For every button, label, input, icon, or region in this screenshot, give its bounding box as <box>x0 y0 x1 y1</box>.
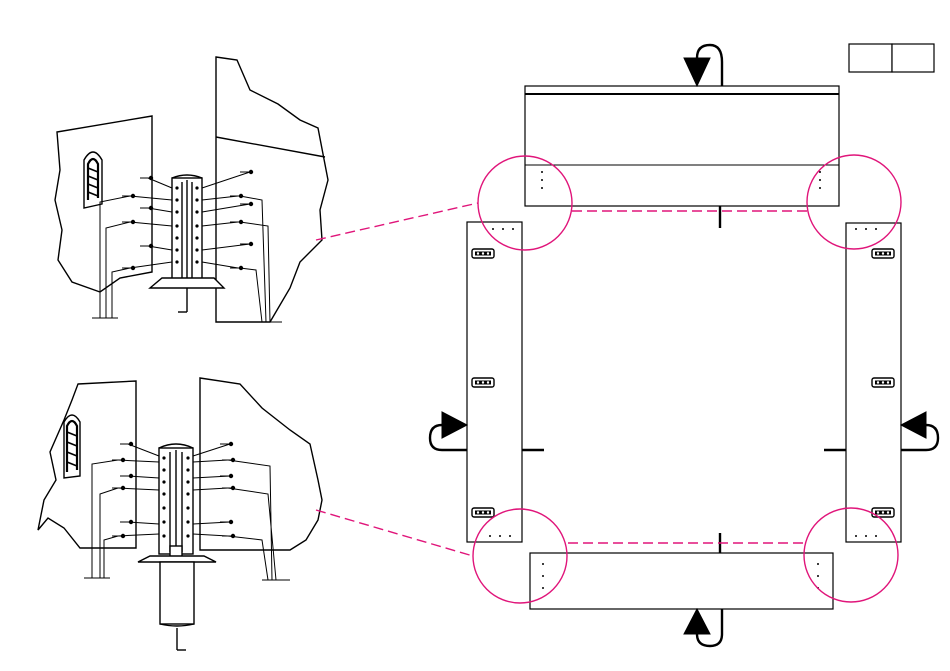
rotate-arrow-top <box>684 45 722 86</box>
title-block-cell-2 <box>892 44 934 72</box>
upper-base-plate <box>150 278 224 288</box>
lower-detail <box>38 378 322 650</box>
lower-left-panel <box>38 381 136 548</box>
callout-leader-lower <box>316 510 473 556</box>
upper-left-panel <box>55 116 152 292</box>
lower-right-panel <box>200 378 322 550</box>
plan-hinges <box>472 249 894 517</box>
callout-leader-upper <box>316 203 478 240</box>
rotate-arrow-left <box>430 412 467 450</box>
rotate-arrow-bottom <box>684 609 722 646</box>
plan-top-panel <box>525 86 839 206</box>
upper-slot <box>84 152 102 208</box>
plan-view <box>467 86 901 609</box>
plan-bottom-panel <box>530 553 833 609</box>
lower-foot <box>160 562 194 624</box>
lower-base-plate <box>138 556 216 562</box>
rotate-arrow-right <box>901 412 938 450</box>
upper-detail <box>55 57 328 322</box>
title-block <box>849 44 934 72</box>
title-block-cell-1 <box>849 44 892 72</box>
callouts <box>316 155 901 603</box>
upper-right-panel <box>216 57 328 322</box>
